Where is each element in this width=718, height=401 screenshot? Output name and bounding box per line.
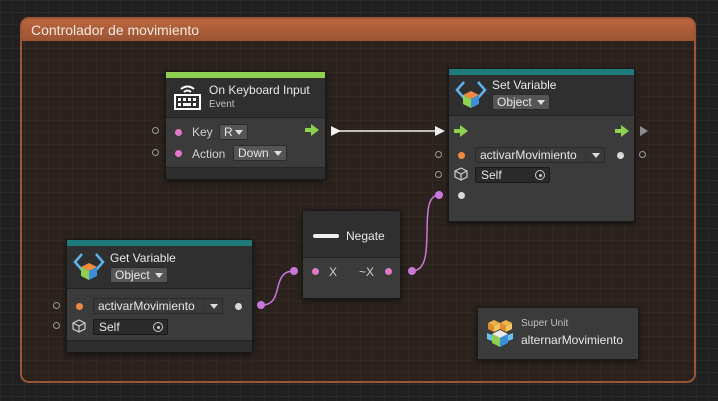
flow-wire-start-arrow: [331, 126, 341, 136]
target-picker-icon[interactable]: [535, 170, 545, 180]
super-unit-node[interactable]: Super Unit alternarMovimiento: [477, 307, 639, 360]
variable-name-port[interactable]: [458, 152, 465, 159]
key-input-socket[interactable]: [152, 127, 159, 134]
cube-icon: [72, 319, 86, 333]
kind-dropdown[interactable]: Object: [110, 267, 168, 283]
key-dropdown[interactable]: R: [219, 124, 248, 140]
target-value: Self: [99, 320, 120, 334]
chevron-down-icon: [274, 151, 282, 156]
x-output-label: ~X: [359, 265, 375, 279]
target-value: Self: [481, 168, 502, 182]
node-title: On Keyboard Input: [209, 83, 310, 97]
chevron-down-icon: [155, 273, 163, 278]
action-value: Down: [238, 146, 269, 160]
value-output-port[interactable]: [617, 152, 624, 159]
flow-input-arrow-icon[interactable]: [454, 125, 469, 137]
action-port[interactable]: [175, 150, 182, 157]
key-label: Key: [192, 125, 213, 139]
value-output-port[interactable]: [235, 303, 242, 310]
event-color-bar: [166, 72, 325, 78]
wire-end-dot: [290, 267, 298, 275]
target-picker-icon[interactable]: [153, 322, 163, 332]
cube-icon: [454, 167, 468, 181]
negate-node[interactable]: Negate X ~X: [302, 210, 401, 299]
set-variable-node[interactable]: Set Variable Object activarMovimiento Se…: [448, 68, 635, 222]
variable-name-port[interactable]: [76, 303, 83, 310]
action-dropdown[interactable]: Down: [233, 145, 287, 161]
variable-icon: [455, 81, 487, 108]
node-footer: [67, 340, 252, 352]
key-port[interactable]: [175, 129, 182, 136]
wire-end-dot: [435, 191, 443, 199]
keyboard-input-node[interactable]: On Keyboard Input Event Key R Action Dow…: [165, 71, 326, 180]
x-input-label: X: [329, 265, 338, 279]
flow-wire-end-arrow: [435, 126, 445, 136]
variable-input-socket[interactable]: [53, 302, 60, 309]
node-title: alternarMovimiento: [521, 333, 624, 347]
keyboard-icon: [174, 85, 201, 110]
kind-dropdown[interactable]: Object: [492, 94, 550, 110]
target-input-socket[interactable]: [435, 171, 442, 178]
wire-end-dot: [408, 267, 416, 275]
action-label: Action: [192, 147, 226, 161]
node-title: Negate: [346, 229, 385, 243]
chevron-down-icon: [537, 100, 545, 105]
variable-name-dropdown[interactable]: activarMovimiento: [475, 147, 605, 163]
flow-output-arrow-icon[interactable]: [305, 124, 320, 136]
wire-end-dot: [257, 301, 265, 309]
variable-color-bar: [67, 240, 252, 246]
variable-color-bar: [449, 69, 634, 75]
node-title: Set Variable: [492, 78, 557, 92]
chevron-down-icon: [235, 130, 243, 135]
action-input-socket[interactable]: [152, 149, 159, 156]
node-subtitle: Super Unit: [521, 318, 569, 329]
group-header[interactable]: Controlador de movimiento: [22, 19, 694, 41]
variable-input-socket[interactable]: [435, 151, 442, 158]
chevron-down-icon: [210, 304, 218, 309]
negate-icon: [313, 234, 339, 238]
x-output-port[interactable]: [385, 268, 392, 275]
get-variable-node[interactable]: Get Variable Object activarMovimiento Se…: [66, 239, 253, 353]
variable-name-value: activarMovimiento: [98, 299, 195, 313]
target-field[interactable]: Self: [93, 319, 168, 335]
get-to-negate-wire: [261, 270, 295, 306]
kind-value: Object: [497, 95, 532, 109]
node-footer: [166, 167, 325, 179]
value-output-socket[interactable]: [639, 151, 646, 158]
kind-value: Object: [115, 268, 150, 282]
node-subtitle: Event: [209, 99, 235, 110]
negate-to-set-wire: [411, 194, 440, 272]
group-title: Controlador de movimiento: [31, 22, 200, 38]
key-value: R: [224, 125, 233, 139]
flow-output-arrow-icon[interactable]: [615, 125, 630, 137]
variable-icon: [73, 253, 105, 280]
super-unit-icon: [487, 320, 513, 347]
node-title: Get Variable: [110, 251, 176, 265]
variable-name-dropdown[interactable]: activarMovimiento: [93, 298, 223, 314]
chevron-down-icon: [592, 153, 600, 158]
flow-output-socket[interactable]: [640, 126, 648, 136]
target-field[interactable]: Self: [475, 167, 550, 183]
x-input-port[interactable]: [312, 268, 319, 275]
target-input-socket[interactable]: [53, 322, 60, 329]
variable-name-value: activarMovimiento: [480, 148, 577, 162]
value-input-port[interactable]: [458, 192, 465, 199]
